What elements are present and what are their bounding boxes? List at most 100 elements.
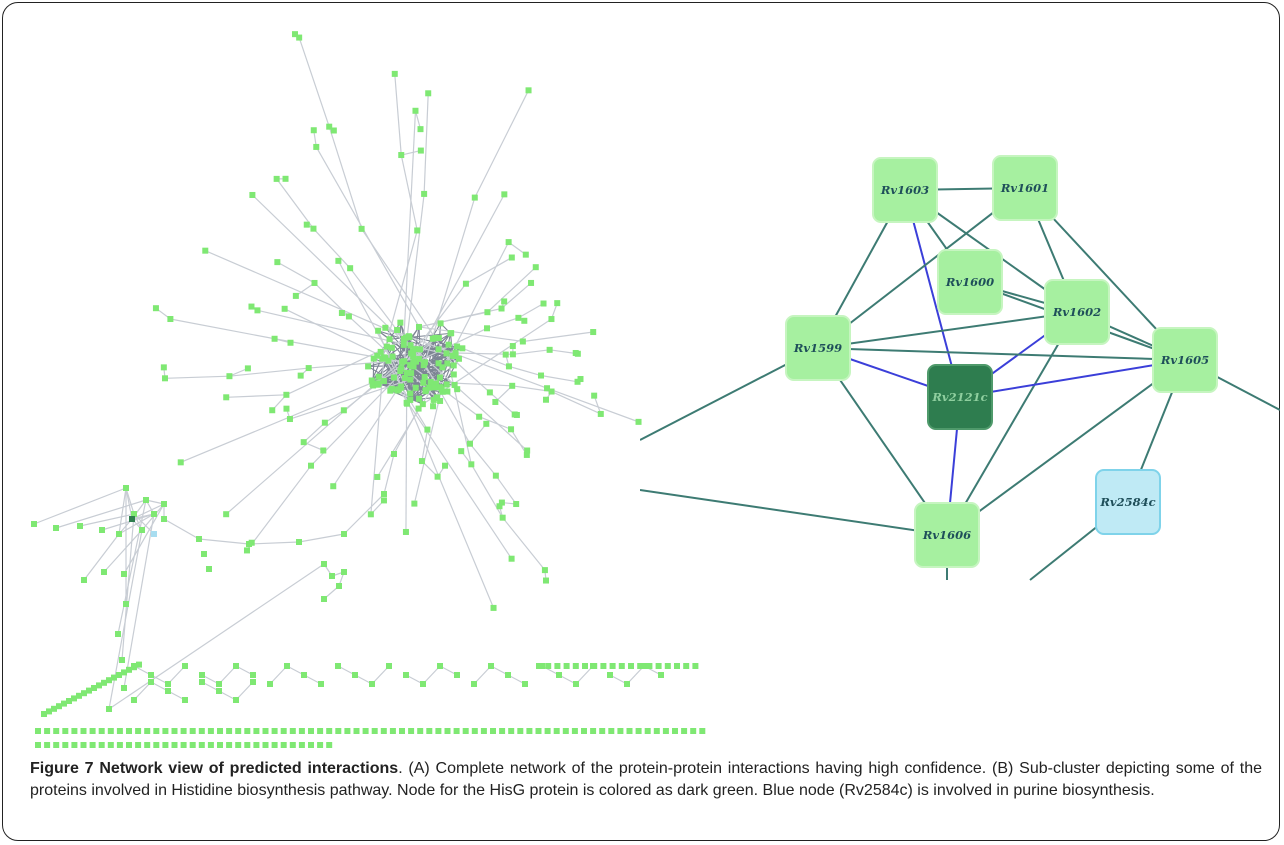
overview-node	[71, 728, 78, 734]
overview-node	[171, 742, 178, 748]
overview-node	[119, 657, 125, 663]
overview-node	[402, 334, 409, 341]
overview-node	[548, 388, 555, 395]
node-label: Rv2584c	[1099, 495, 1155, 509]
overview-node	[89, 742, 96, 748]
overview-node	[161, 501, 167, 507]
overview-edge	[546, 387, 639, 423]
overview-node	[681, 728, 688, 734]
overview-node	[335, 257, 342, 264]
overview-node	[77, 523, 83, 529]
edge-Rv1601-Rv1599	[817, 187, 1026, 349]
overview-node	[401, 358, 408, 365]
overview-node	[418, 458, 425, 465]
overview-node	[161, 516, 167, 522]
overview-node	[499, 514, 506, 521]
overview-edge	[313, 228, 351, 269]
overview-node	[545, 663, 552, 669]
overview-node	[367, 511, 374, 518]
edge-Rv1603-Rv2121c	[904, 189, 961, 398]
overview-node	[411, 500, 418, 507]
overview-edge	[205, 250, 407, 339]
overview-node	[244, 728, 251, 734]
overview-edge	[55, 499, 147, 529]
overview-node	[417, 147, 424, 154]
overview-node	[388, 344, 395, 351]
overview-node	[426, 384, 433, 391]
overview-node	[505, 672, 511, 678]
overview-edge	[117, 499, 147, 635]
overview-edge	[108, 563, 325, 710]
overview-node	[206, 566, 212, 572]
overview-node	[425, 90, 432, 97]
overview-node	[397, 367, 404, 374]
overview-node	[572, 663, 579, 669]
overview-edge	[289, 378, 411, 420]
overview-node	[573, 681, 579, 687]
overview-node	[296, 34, 303, 41]
overview-node	[383, 343, 390, 350]
overview-node	[582, 663, 588, 669]
overview-edge	[403, 110, 417, 340]
overview-node	[408, 363, 415, 370]
overview-node	[398, 152, 405, 159]
overview-node	[202, 247, 209, 254]
overview-node	[44, 728, 51, 734]
overview-node	[244, 365, 251, 372]
overview-node	[435, 346, 442, 353]
overview-edge	[229, 367, 309, 377]
overview-node	[434, 473, 441, 480]
overview-node	[508, 555, 515, 562]
overview-edge	[421, 429, 429, 462]
overview-node	[254, 307, 261, 314]
node-rv1600: Rv1600	[937, 249, 1003, 315]
overview-node	[362, 728, 369, 734]
overview-node	[165, 681, 171, 687]
overview-node	[658, 672, 664, 678]
overview-node	[380, 728, 387, 734]
overview-node	[505, 239, 512, 246]
overview-node	[430, 403, 437, 410]
overview-node	[297, 372, 304, 379]
overview-node	[35, 728, 41, 734]
overview-node	[81, 577, 87, 583]
overview-node	[317, 742, 324, 748]
overview-node	[407, 342, 414, 349]
overview-node	[483, 420, 490, 427]
overview-node	[635, 728, 642, 734]
overview-node	[374, 473, 381, 480]
overview-node	[442, 462, 449, 469]
overview-node	[235, 728, 242, 734]
overview-node	[298, 728, 305, 734]
overview-edge	[469, 423, 487, 445]
overview-node	[452, 350, 459, 357]
node-label: Rv1605	[1160, 353, 1209, 367]
overview-node	[599, 728, 606, 734]
edge-Rv1605-Rv2121c	[959, 359, 1186, 398]
overview-node	[271, 728, 278, 734]
overview-node	[471, 194, 478, 201]
overview-node	[321, 596, 327, 602]
overview-node	[326, 742, 333, 748]
overview-node	[412, 384, 419, 391]
overview-node	[490, 604, 497, 611]
overview-node	[590, 329, 597, 336]
overview-node	[417, 346, 424, 353]
overview-node	[126, 742, 132, 748]
overview-edge	[474, 90, 530, 198]
overview-node	[617, 728, 624, 734]
edge-Rv1599-Rv1605	[817, 347, 1186, 361]
overview-node	[370, 355, 377, 362]
overview-node	[415, 405, 422, 412]
overview-node	[35, 742, 41, 748]
overview-node	[433, 380, 440, 387]
overview-node	[283, 391, 290, 398]
overview-node	[46, 708, 52, 715]
overview-node	[443, 381, 450, 388]
overview-node	[542, 577, 549, 584]
overview-edge	[405, 402, 408, 532]
overview-node	[116, 742, 123, 748]
node-rv1603: Rv1603	[872, 157, 938, 223]
